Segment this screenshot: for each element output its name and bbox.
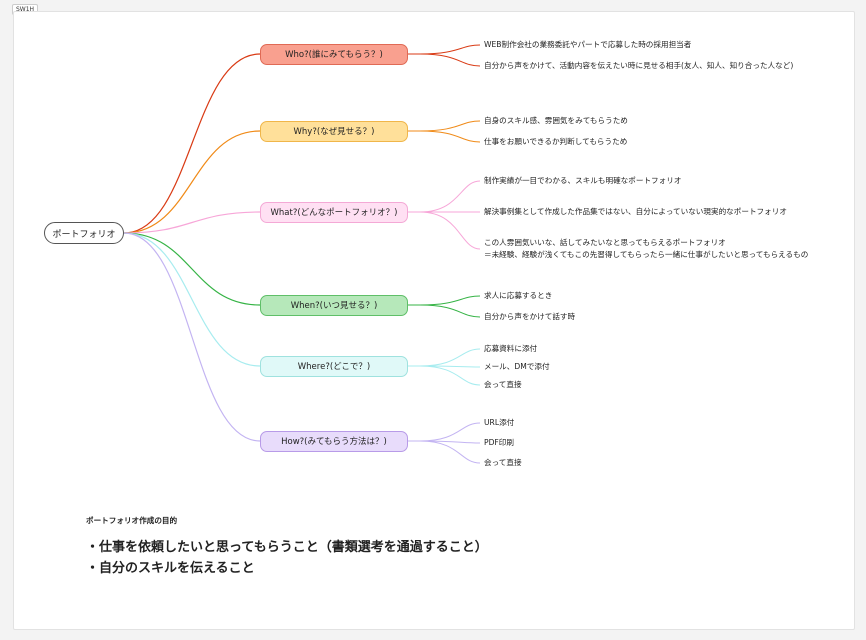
branch-connector [123, 53, 261, 234]
leaf-connector [419, 211, 481, 250]
leaf-text: ＝未経験、経験が浅くてもこの先習得してもらったら一緒に仕事がしたいと思ってもらえ… [484, 250, 809, 259]
leaf-text: 自分から声をかけて話す時 [484, 312, 576, 321]
leaf-connector [419, 180, 481, 213]
leaf-text: メール、DMで添付 [484, 362, 550, 371]
branch-node[interactable]: Who?(誰にみてもらう？) [260, 43, 408, 65]
leaf-text: URL添付 [484, 418, 515, 427]
mindmap-board [13, 11, 855, 630]
leaf-connector [419, 365, 481, 386]
root-node[interactable]: ポートフォリオ [44, 222, 124, 244]
branch-connector [123, 232, 261, 306]
goal-title: ポートフォリオ作成の目的 [86, 516, 178, 525]
branch-connector [123, 130, 261, 234]
leaf-text: 仕事をお願いできるか判断してもらうため [484, 137, 628, 146]
leaf-connector [419, 53, 481, 67]
leaf-connector [419, 44, 481, 55]
leaf-text: WEB制作会社の業務委託やパートで応募した時の採用担当者 [484, 40, 692, 49]
leaf-connector [419, 440, 481, 464]
leaf-text: 会って直接 [484, 458, 522, 467]
leaf-text: 求人に応募するとき [484, 291, 553, 300]
branch-connector [123, 232, 261, 442]
goal-item: ・仕事を依頼したいと思ってもらうこと（書類選考を通過すること） [86, 540, 488, 555]
leaf-connector [419, 348, 481, 367]
leaf-text: この人雰囲気いいな、話してみたいなと思ってもらえるポートフォリオ [484, 238, 726, 247]
branch-node[interactable]: How?(みてもらう方法は？) [260, 430, 408, 452]
leaf-connector [419, 130, 481, 143]
leaf-text: PDF印刷 [484, 438, 514, 447]
branch-node[interactable]: Why?(なぜ見せる？) [260, 120, 408, 142]
leaf-text: 会って直接 [484, 380, 522, 389]
leaf-text: 解決事例集として作成した作品集ではない、自分によっていない現実的なポートフォリオ [484, 207, 787, 216]
leaf-connector [419, 422, 481, 442]
leaf-connector [419, 295, 481, 306]
branch-node[interactable]: Where?(どこで？) [260, 355, 408, 377]
leaf-text: 応募資料に添付 [484, 344, 538, 353]
branch-node[interactable]: What?(どんなポートフォリオ？) [260, 201, 408, 223]
leaf-text: 制作実績が一目でわかる、スキルも明確なポートフォリオ [484, 176, 682, 185]
branch-connector [123, 211, 261, 234]
leaf-connector [419, 120, 481, 132]
leaf-text: 自身のスキル感、雰囲気をみてもらうため [484, 116, 628, 125]
branch-node[interactable]: When?(いつ見せる？) [260, 294, 408, 316]
leaf-connector [419, 304, 481, 318]
branch-connector [123, 232, 261, 367]
leaf-text: 自分から声をかけて、活動内容を伝えたい時に見せる相手(友人、知人、知り合った人な… [484, 61, 794, 70]
goal-item: ・自分のスキルを伝えること [86, 561, 255, 576]
